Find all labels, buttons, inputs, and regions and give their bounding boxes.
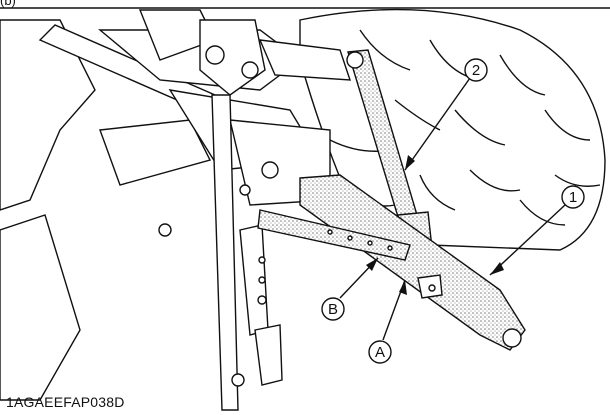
lower-link-part-1: [257, 174, 526, 351]
leader-line-1: [489, 204, 566, 276]
callout-b: B: [321, 297, 345, 321]
top-clipped-text: (b): [0, 0, 16, 8]
leader-arrowheads: [366, 155, 504, 295]
callout-label-b: B: [328, 301, 338, 318]
callout-label-2: 2: [472, 62, 480, 79]
lift-rod: [211, 94, 283, 411]
callout-label-1: 1: [569, 189, 577, 206]
callout-1: 1: [561, 185, 585, 209]
callout-label-a: A: [375, 344, 385, 361]
callout-2: 2: [464, 58, 488, 82]
callout-a: A: [368, 340, 392, 364]
rear-tire: [299, 8, 606, 251]
tractor-frame: [0, 9, 351, 401]
leader-line-2: [404, 77, 471, 171]
figure-code: 1AGAEEFAP038D: [6, 394, 125, 410]
